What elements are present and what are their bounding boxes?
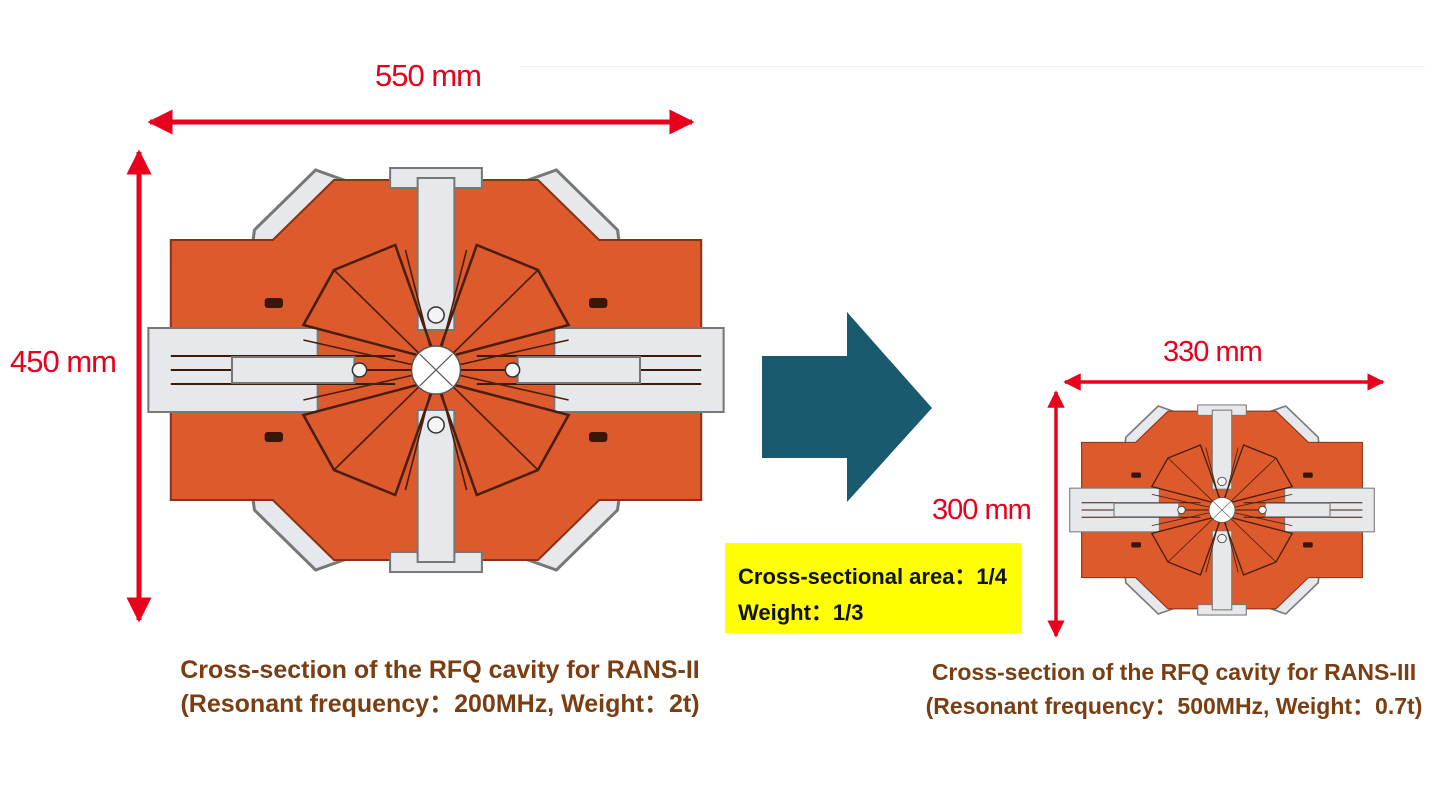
note-area: Cross-sectional area：1/4 (738, 564, 1008, 589)
caption-rans-iii-spec: (Resonant frequency：500MHz, Weight：0.7t) (925, 693, 1423, 719)
caption-rans-ii-spec: (Resonant frequency：200MHz, Weight：2t) (180, 690, 700, 718)
comparison-note: Cross-sectional area：1/4 Weight：1/3 (725, 543, 1021, 633)
note-weight: Weight：1/3 (738, 600, 864, 625)
width-label-large: 550 mm (375, 58, 482, 93)
caption-rans-ii-title: Cross-section of the RFQ cavity for RANS… (180, 656, 700, 684)
rfq-cavity-rans-iii (1068, 404, 1376, 616)
height-label-large: 450 mm (10, 344, 117, 379)
height-label-small: 300 mm (932, 494, 1032, 526)
rfq-cavity-rans-ii (146, 166, 726, 574)
caption-rans-ii: Cross-section of the RFQ cavity for RANS… (150, 653, 730, 721)
caption-rans-iii: Cross-section of the RFQ cavity for RANS… (906, 655, 1440, 723)
width-label-small: 330 mm (1163, 336, 1263, 368)
top-rule (520, 66, 1425, 67)
transition-arrow (762, 312, 932, 502)
caption-rans-iii-title: Cross-section of the RFQ cavity for RANS… (931, 659, 1417, 685)
